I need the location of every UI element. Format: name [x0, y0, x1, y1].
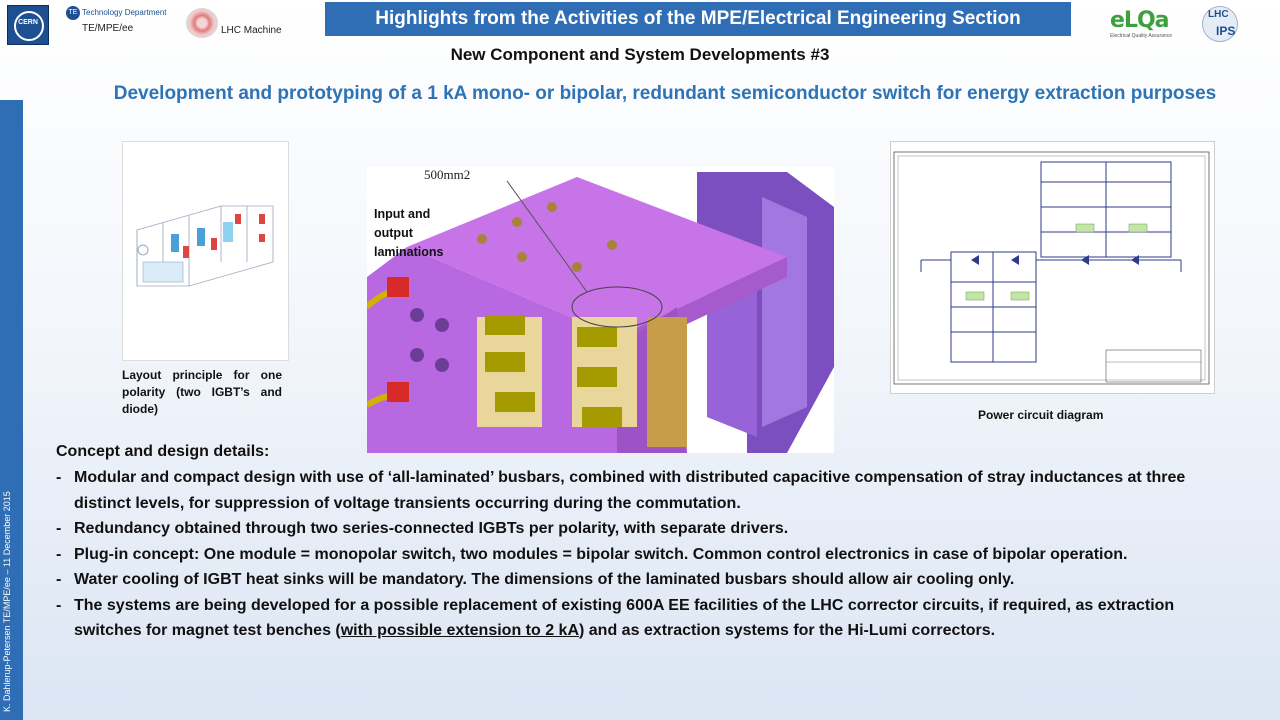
power-circuit-drawing: [893, 151, 1210, 385]
layout-principle-caption: Layout principle for one polarity (two I…: [122, 368, 282, 416]
page-title: New Component and System Developments #3: [450, 45, 830, 64]
lhc-ips-logo: LHC IPS: [1200, 4, 1244, 44]
input-output-laminations-label: Input and output laminations: [374, 207, 444, 259]
concept-item: -Water cooling of IGBT heat sinks will b…: [56, 571, 1015, 588]
cern-logo: CERN: [7, 5, 49, 45]
section-label: TE/MPE/ee: [82, 23, 134, 34]
lhc-machine-label: LHC Machine: [221, 25, 282, 36]
elqa-logo-sub: Electrical Quality Assurance: [1110, 33, 1172, 39]
lhc-ips-logo-top: LHC: [1208, 9, 1229, 20]
author-date-text: K. Dahlerup-Petersen TE/MPE/ee – 11 Dece…: [2, 491, 12, 712]
lhc-machine-image: [186, 8, 218, 38]
side-bar: [0, 100, 23, 720]
lhc-ips-logo-bottom: IPS: [1216, 24, 1236, 38]
layout-principle-drawing: [136, 205, 274, 287]
concept-list: -Modular and compact design with use of …: [56, 465, 1246, 644]
power-circuit-caption: Power circuit diagram: [978, 408, 1104, 422]
elqa-logo: eLQa Electrical Quality Assurance: [1110, 8, 1174, 39]
te-logo-badge: TE: [66, 6, 80, 20]
busbar-3d-drawing: [364, 172, 834, 453]
cern-logo-text: CERN: [18, 19, 38, 26]
te-logo-text: Technology Department: [82, 8, 167, 18]
page-subtitle: Development and prototyping of a 1 kA mo…: [113, 83, 1217, 104]
header-banner: Highlights from the Activities of the MP…: [325, 2, 1071, 36]
concept-item: -The systems are being developed for a p…: [56, 596, 1175, 640]
busbar-3d-model: [364, 167, 834, 453]
cross-section-label: 500mm2: [424, 167, 471, 182]
layout-principle-figure: [122, 141, 289, 361]
extension-note: with possible extension to 2 kA: [340, 622, 579, 639]
elqa-logo-text: eLQa: [1110, 8, 1170, 33]
concept-heading: Concept and design details:: [56, 443, 270, 460]
power-circuit-diagram: [890, 141, 1215, 394]
concept-item: -Redundancy obtained through two series-…: [56, 520, 789, 537]
concept-item: -Modular and compact design with use of …: [56, 469, 1186, 512]
concept-item: -Plug-in concept: One module = monopolar…: [56, 545, 1128, 563]
